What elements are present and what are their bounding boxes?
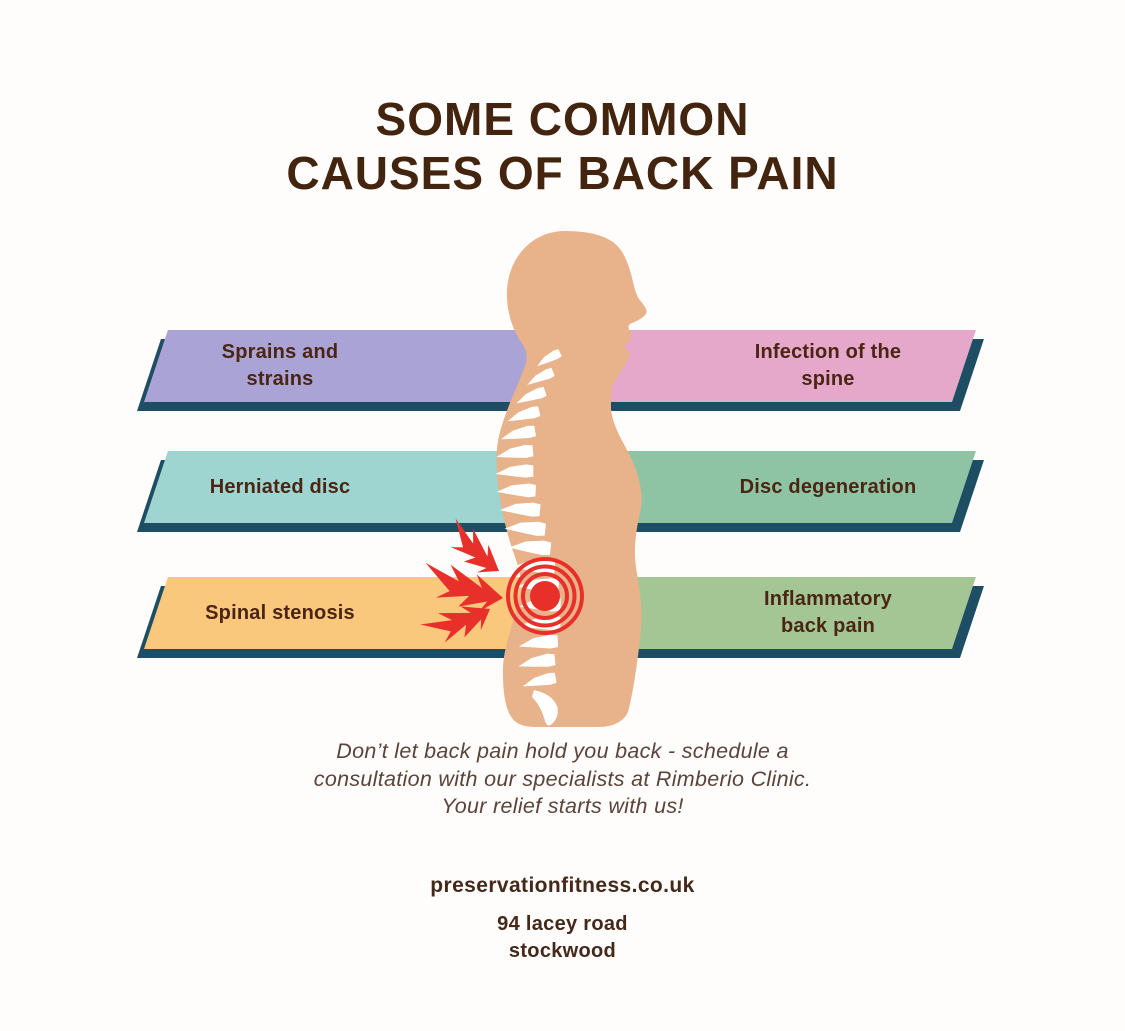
banner-label: Infection of the spine bbox=[754, 341, 902, 390]
website-url: preservationfitness.co.uk bbox=[430, 874, 695, 897]
banner-disc-degeneration: Disc degeneration bbox=[540, 451, 984, 532]
tagline-line3: Your relief starts with us! bbox=[441, 794, 684, 818]
human-figure-illustration bbox=[418, 231, 647, 727]
body-silhouette bbox=[496, 231, 647, 727]
banner-label: Herniated disc bbox=[209, 475, 351, 498]
page-title: SOME COMMON CAUSES OF BACK PAIN bbox=[0, 92, 1125, 200]
banner-label: Spinal stenosis bbox=[205, 601, 355, 624]
banner-inflammatory-back-pain: Inflammatory back pain bbox=[540, 577, 984, 658]
spine-graphic bbox=[495, 348, 563, 726]
tagline: Don’t let back pain hold you back - sche… bbox=[0, 738, 1125, 821]
tailbone bbox=[532, 690, 558, 726]
banner-herniated-disc: Herniated disc bbox=[137, 451, 588, 532]
tagline-line2: consultation with our specialists at Rim… bbox=[313, 766, 812, 791]
banner-label: Disc degeneration bbox=[739, 475, 917, 498]
banner-label: Sprains and strains bbox=[221, 341, 339, 390]
address-line2: stockwood bbox=[508, 940, 617, 962]
banner-infection-of-the-spine: Infection of the spine bbox=[540, 330, 984, 411]
banner-spinal-stenosis: Spinal stenosis bbox=[137, 577, 588, 658]
pain-lightning-bolt-icon bbox=[437, 516, 511, 583]
pain-radiating-circles-icon bbox=[506, 557, 584, 635]
address-line1: 94 lacey road bbox=[497, 913, 628, 935]
page-title-line1: SOME COMMON bbox=[375, 93, 750, 145]
banner-sprains-and-strains: Sprains and strains bbox=[137, 330, 588, 411]
address: 94 lacey road stockwood bbox=[0, 911, 1125, 965]
tagline-line1: Don’t let back pain hold you back - sche… bbox=[336, 739, 789, 763]
pain-bolts bbox=[418, 516, 511, 654]
page-title-line2: CAUSES OF BACK PAIN bbox=[286, 147, 839, 199]
banner-label: Inflammatory back pain bbox=[764, 588, 892, 637]
